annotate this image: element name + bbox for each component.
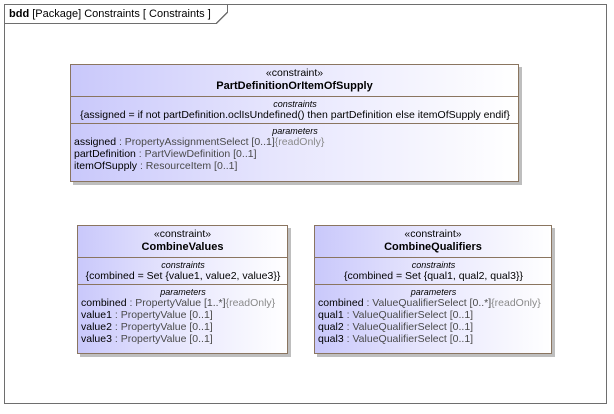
parameter-name: value1: [81, 309, 112, 321]
constraint-expression: {combined = Set {qual1, qual2, qual3}}: [344, 270, 523, 282]
parameter-type: : ResourceItem [0..1]: [137, 160, 238, 172]
parameter-name: combined: [81, 297, 127, 309]
parameter-row[interactable]: value1 : PropertyValue [0..1]: [81, 309, 285, 321]
parameter-row[interactable]: combined : ValueQualifierSelect [0..*]{r…: [318, 297, 549, 309]
parameter-type: : ValueQualifierSelect [0..1]: [343, 333, 474, 345]
compartment-title: parameters: [410, 287, 457, 297]
constraints-compartment: constraints {combined = Set {qual1, qual…: [315, 257, 551, 284]
parameter-modifier: {readOnly}: [274, 136, 325, 148]
parameter-type: : PropertyValue [0..1]: [111, 333, 213, 345]
block-header: «constraint» CombineQualifiers: [315, 226, 551, 257]
frame-header[interactable]: bdd [Package] Constraints [ Constraints …: [5, 5, 228, 24]
parameter-row[interactable]: qual1 : ValueQualifierSelect [0..1]: [318, 309, 549, 321]
constraint-block-combine-qualifiers[interactable]: «constraint» CombineQualifiers constrain…: [314, 225, 552, 354]
parameter-type: : ValueQualifierSelect [0..1]: [343, 309, 474, 321]
parameter-row[interactable]: combined : PropertyValue [1..*]{readOnly…: [81, 297, 285, 309]
diagram-kind-label: bdd: [9, 8, 30, 20]
parameter-row[interactable]: partDefinition : PartViewDefinition [0..…: [74, 148, 516, 160]
constraint-block-combine-values[interactable]: «constraint» CombineValues constraints {…: [77, 225, 288, 354]
parameter-name: combined: [318, 297, 364, 309]
parameter-type: : PropertyValue [0..1]: [111, 309, 213, 321]
parameter-name: partDefinition: [74, 148, 136, 160]
parameter-name: value2: [81, 321, 112, 333]
compartment-title: constraints: [411, 260, 456, 270]
parameter-name: itemOfSupply: [74, 160, 138, 172]
constraints-compartment: constraints {combined = Set {value1, val…: [78, 257, 287, 284]
parameters-compartment: parameters combined : PropertyValue [1..…: [78, 284, 287, 347]
parameter-row[interactable]: assigned : PropertyAssignmentSelect [0..…: [74, 136, 516, 148]
constraint-block-part-definition-or-item-of-supply[interactable]: «constraint» PartDefinitionOrItemOfSuppl…: [70, 64, 519, 182]
constraints-compartment: constraints {assigned = if not partDefin…: [71, 96, 518, 123]
parameter-name: qual3: [318, 333, 344, 345]
block-header: «constraint» PartDefinitionOrItemOfSuppl…: [71, 65, 518, 96]
block-stereotype: «constraint»: [153, 228, 212, 240]
parameter-name: qual2: [318, 321, 344, 333]
parameter-type: : PropertyValue [0..1]: [111, 321, 213, 333]
parameter-name: assigned: [74, 136, 117, 148]
parameter-row[interactable]: value2 : PropertyValue [0..1]: [81, 321, 285, 333]
parameters-compartment: parameters combined : ValueQualifierSele…: [315, 284, 551, 347]
constraint-expression: {assigned = if not partDefinition.oclIsU…: [80, 109, 510, 121]
compartment-title: parameters: [272, 126, 318, 136]
block-stereotype: «constraint»: [265, 67, 324, 79]
parameter-type: : PropertyAssignmentSelect [0..1]: [116, 136, 275, 148]
parameter-type: : ValueQualifierSelect [0..*]: [363, 297, 492, 309]
block-name: CombineValues: [141, 241, 224, 253]
parameter-modifier: {readOnly}: [491, 297, 541, 309]
block-header: «constraint» CombineValues: [78, 226, 287, 257]
parameter-type: : ValueQualifierSelect [0..1]: [343, 321, 474, 333]
compartment-title: constraints: [273, 99, 317, 109]
block-name: PartDefinitionOrItemOfSupply: [216, 80, 373, 92]
diagram-title: [Package] Constraints [ Constraints ]: [32, 8, 211, 20]
parameter-row[interactable]: value3 : PropertyValue [0..1]: [81, 333, 285, 345]
parameter-type: : PartViewDefinition [0..1]: [135, 148, 257, 160]
parameter-row[interactable]: qual3 : ValueQualifierSelect [0..1]: [318, 333, 549, 345]
parameter-modifier: {readOnly}: [225, 297, 276, 309]
parameters-compartment: parameters assigned : PropertyAssignment…: [71, 123, 518, 174]
parameter-name: qual1: [318, 309, 344, 321]
compartment-title: constraints: [161, 260, 205, 270]
parameter-row[interactable]: qual2 : ValueQualifierSelect [0..1]: [318, 321, 549, 333]
parameter-row[interactable]: itemOfSupply : ResourceItem [0..1]: [74, 160, 516, 172]
compartment-title: parameters: [160, 287, 206, 297]
parameter-name: value3: [81, 333, 112, 345]
parameter-type: : PropertyValue [1..*]: [126, 297, 226, 309]
block-stereotype: «constraint»: [404, 228, 462, 240]
block-name: CombineQualifiers: [384, 241, 482, 253]
constraint-expression: {combined = Set {value1, value2, value3}…: [85, 270, 281, 282]
